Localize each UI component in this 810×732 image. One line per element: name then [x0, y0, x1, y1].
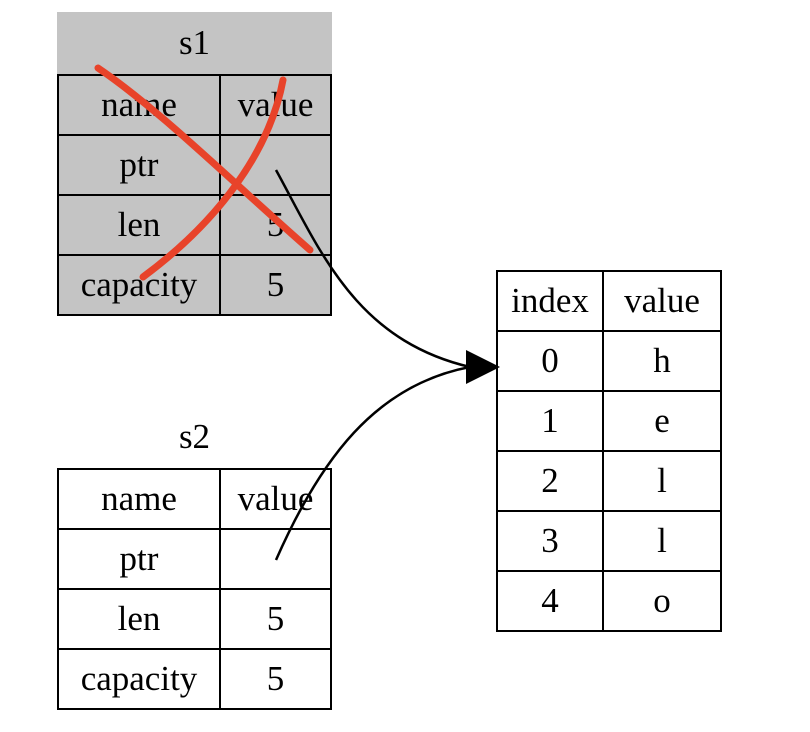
s2-header-value: value: [219, 468, 332, 530]
heap-value: o: [602, 570, 722, 632]
heap-block: index value 0 h 1 e 2 l 3 l 4 o: [496, 270, 722, 632]
s1-table: name value ptr len 5 capacity 5: [57, 74, 332, 316]
s2-ptr-name: ptr: [57, 528, 221, 590]
heap-header-row: index value: [496, 270, 722, 332]
heap-value: h: [602, 330, 722, 392]
heap-row: 2 l: [496, 450, 722, 512]
s2-header-row: name value: [57, 468, 332, 530]
s2-len-name: len: [57, 588, 221, 650]
heap-header-value: value: [602, 270, 722, 332]
heap-index: 4: [496, 570, 604, 632]
heap-header-index: index: [496, 270, 604, 332]
arrowhead-icon: [466, 350, 500, 384]
s1-row-len: len 5: [57, 194, 332, 256]
s2-row-ptr: ptr: [57, 528, 332, 590]
s1-header-value: value: [219, 74, 332, 136]
s1-ptr-value: [219, 134, 332, 196]
heap-row: 4 o: [496, 570, 722, 632]
heap-value: l: [602, 450, 722, 512]
s1-ptr-name: ptr: [57, 134, 221, 196]
heap-value: l: [602, 510, 722, 572]
s2-table: name value ptr len 5 capacity 5: [57, 468, 332, 710]
heap-row: 1 e: [496, 390, 722, 452]
s1-header-name: name: [57, 74, 221, 136]
s1-variable-block: s1 name value ptr len 5 capacity 5: [57, 12, 332, 316]
heap-row: 0 h: [496, 330, 722, 392]
heap-index: 2: [496, 450, 604, 512]
s1-title: s1: [57, 12, 332, 74]
s1-header-row: name value: [57, 74, 332, 136]
s2-capacity-name: capacity: [57, 648, 221, 710]
heap-index: 0: [496, 330, 604, 392]
s2-title: s2: [178, 417, 211, 456]
s2-capacity-value: 5: [219, 648, 332, 710]
s1-row-capacity: capacity 5: [57, 254, 332, 316]
heap-table: index value 0 h 1 e 2 l 3 l 4 o: [496, 270, 722, 632]
s1-len-name: len: [57, 194, 221, 256]
heap-index: 3: [496, 510, 604, 572]
s1-capacity-value: 5: [219, 254, 332, 316]
s2-variable-block: s2 name value ptr len 5 capacity 5: [57, 406, 332, 710]
s2-row-len: len 5: [57, 588, 332, 650]
s2-row-capacity: capacity 5: [57, 648, 332, 710]
heap-row: 3 l: [496, 510, 722, 572]
s2-header-name: name: [57, 468, 221, 530]
s1-len-value: 5: [219, 194, 332, 256]
s2-len-value: 5: [219, 588, 332, 650]
heap-value: e: [602, 390, 722, 452]
heap-index: 1: [496, 390, 604, 452]
s2-ptr-value: [219, 528, 332, 590]
s1-row-ptr: ptr: [57, 134, 332, 196]
s1-capacity-name: capacity: [57, 254, 221, 316]
